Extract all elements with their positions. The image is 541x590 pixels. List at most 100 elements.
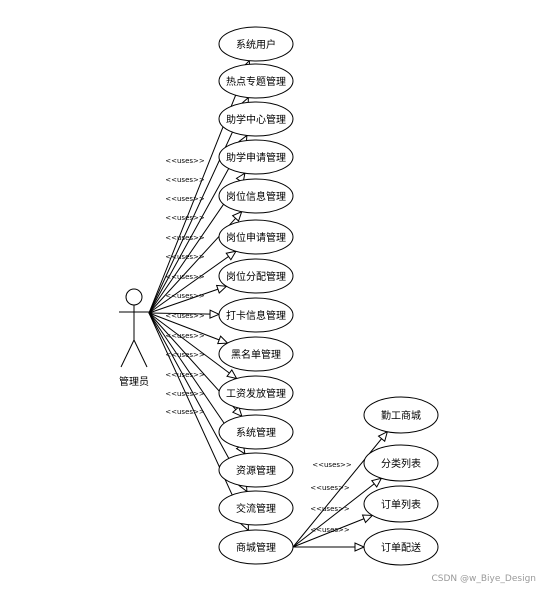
association-line <box>148 285 227 314</box>
use-case-label: 助学申请管理 <box>226 151 286 164</box>
use-case[interactable]: 助学申请管理 <box>218 139 294 175</box>
use-case-ellipse <box>218 258 294 294</box>
stereotype-label: <<uses>> <box>165 157 205 165</box>
use-case-nodes: 系统用户热点专题管理助学中心管理助学申请管理岗位信息管理岗位申请管理岗位分配管理… <box>218 26 439 566</box>
stereotype-label: <<uses>> <box>165 408 205 416</box>
stereotype-label: <<uses>> <box>165 351 205 359</box>
use-case[interactable]: 系统管理 <box>218 414 294 450</box>
stereotype-labels: <<uses>> <<uses>> <<uses>> <<uses>> <<uses>>… <box>165 157 352 534</box>
use-case[interactable]: 资源管理 <box>218 452 294 488</box>
stereotype-label: <<uses>> <box>165 292 205 300</box>
use-case-label: 岗位分配管理 <box>226 270 286 283</box>
use-case[interactable]: 商城管理 <box>218 529 294 565</box>
use-case[interactable]: 交流管理 <box>218 490 294 526</box>
use-case-label: 岗位信息管理 <box>226 190 286 203</box>
actor-label: 管理员 <box>119 375 149 388</box>
association-arrowhead <box>231 210 243 222</box>
use-case[interactable]: 岗位申请管理 <box>218 219 294 255</box>
association-line <box>148 250 237 314</box>
use-case[interactable]: 打卡信息管理 <box>218 297 294 333</box>
use-case-ellipse <box>218 26 294 62</box>
use-case-label: 系统管理 <box>236 426 276 439</box>
stereotype-label: <<uses>> <box>165 176 205 184</box>
association-arrowhead <box>225 250 237 261</box>
use-case-ellipse <box>218 297 294 333</box>
association-line <box>148 312 220 315</box>
association-line <box>292 514 373 548</box>
use-case[interactable]: 工资发放管理 <box>218 375 294 411</box>
use-case[interactable]: 助学中心管理 <box>218 101 294 137</box>
use-case[interactable]: 订单配送 <box>363 528 439 566</box>
use-case-label: 分类列表 <box>381 457 421 470</box>
use-case-label: 勤工商城 <box>381 409 421 422</box>
stereotype-label: <<uses>> <box>165 234 205 242</box>
stereotype-label: <<uses>> <box>165 214 205 222</box>
association-line <box>148 312 237 379</box>
association-arrowhead <box>370 477 383 488</box>
association-arrowhead <box>226 369 238 380</box>
use-case-label: 工资发放管理 <box>226 387 286 400</box>
use-case[interactable]: 岗位分配管理 <box>218 258 294 294</box>
use-case-ellipse <box>218 63 294 99</box>
association-arrowhead <box>215 284 228 294</box>
use-case-ellipse <box>218 101 294 137</box>
stereotype-label: <<uses>> <box>310 505 350 513</box>
use-case-label: 交流管理 <box>236 502 276 515</box>
use-case-label: 岗位申请管理 <box>226 231 286 244</box>
use-case-label: 订单列表 <box>381 498 421 511</box>
use-case-label: 热点专题管理 <box>226 75 286 88</box>
use-case[interactable]: 岗位信息管理 <box>218 178 294 214</box>
use-case-ellipse <box>218 219 294 255</box>
association-arrowhead <box>217 335 229 345</box>
use-case-ellipse <box>363 528 439 566</box>
use-case-ellipse <box>218 139 294 175</box>
stereotype-label: <<uses>> <box>165 273 205 281</box>
association-arrowhead <box>377 430 389 443</box>
use-case-ellipse <box>363 444 439 482</box>
actor-leg-left <box>120 339 135 368</box>
stereotype-label: <<uses>> <box>165 253 205 261</box>
use-case[interactable]: 勤工商城 <box>363 396 439 434</box>
use-case[interactable]: 黑名单管理 <box>218 336 294 372</box>
association-line <box>292 477 382 548</box>
use-case-ellipse <box>218 414 294 450</box>
use-case-ellipse <box>363 396 439 434</box>
stereotype-label: <<uses>> <box>165 332 205 340</box>
association-arrowhead <box>354 542 366 552</box>
stereotype-label: <<uses>> <box>165 390 205 398</box>
use-case-ellipse <box>218 452 294 488</box>
use-case[interactable]: 热点专题管理 <box>218 63 294 99</box>
use-case[interactable]: 分类列表 <box>363 444 439 482</box>
stereotype-label: <<uses>> <box>165 371 205 379</box>
stereotype-label: <<uses>> <box>310 526 350 534</box>
actor-leg-right <box>133 339 148 368</box>
use-case-ellipse <box>218 529 294 565</box>
stereotype-label: <<uses>> <box>310 484 350 492</box>
association-line <box>292 431 388 548</box>
association-line <box>148 97 249 314</box>
association-arrowhead <box>231 406 243 418</box>
use-case[interactable]: 订单列表 <box>363 485 439 523</box>
use-case-label: 资源管理 <box>236 464 276 477</box>
stereotype-label: <<uses>> <box>165 312 205 320</box>
use-case-ellipse <box>218 336 294 372</box>
actor-head <box>125 288 143 306</box>
association-line <box>148 312 249 531</box>
use-case[interactable]: 系统用户 <box>218 26 294 62</box>
association-arrowhead <box>361 514 374 524</box>
watermark: CSDN @w_Biye_Design <box>432 574 537 584</box>
use-case-label: 助学中心管理 <box>226 113 286 126</box>
association-line <box>148 312 228 344</box>
use-case-label: 商城管理 <box>236 541 276 554</box>
use-case-label: 打卡信息管理 <box>226 309 286 322</box>
use-case-ellipse <box>218 375 294 411</box>
stereotype-label: <<uses>> <box>165 195 205 203</box>
use-case-ellipse <box>363 485 439 523</box>
use-case-ellipse <box>218 490 294 526</box>
actor-admin[interactable]: 管理员 <box>119 288 149 388</box>
association-arrowhead <box>209 309 221 319</box>
association-line <box>148 60 250 314</box>
use-case-label: 黑名单管理 <box>231 348 281 361</box>
use-case-ellipse <box>218 178 294 214</box>
